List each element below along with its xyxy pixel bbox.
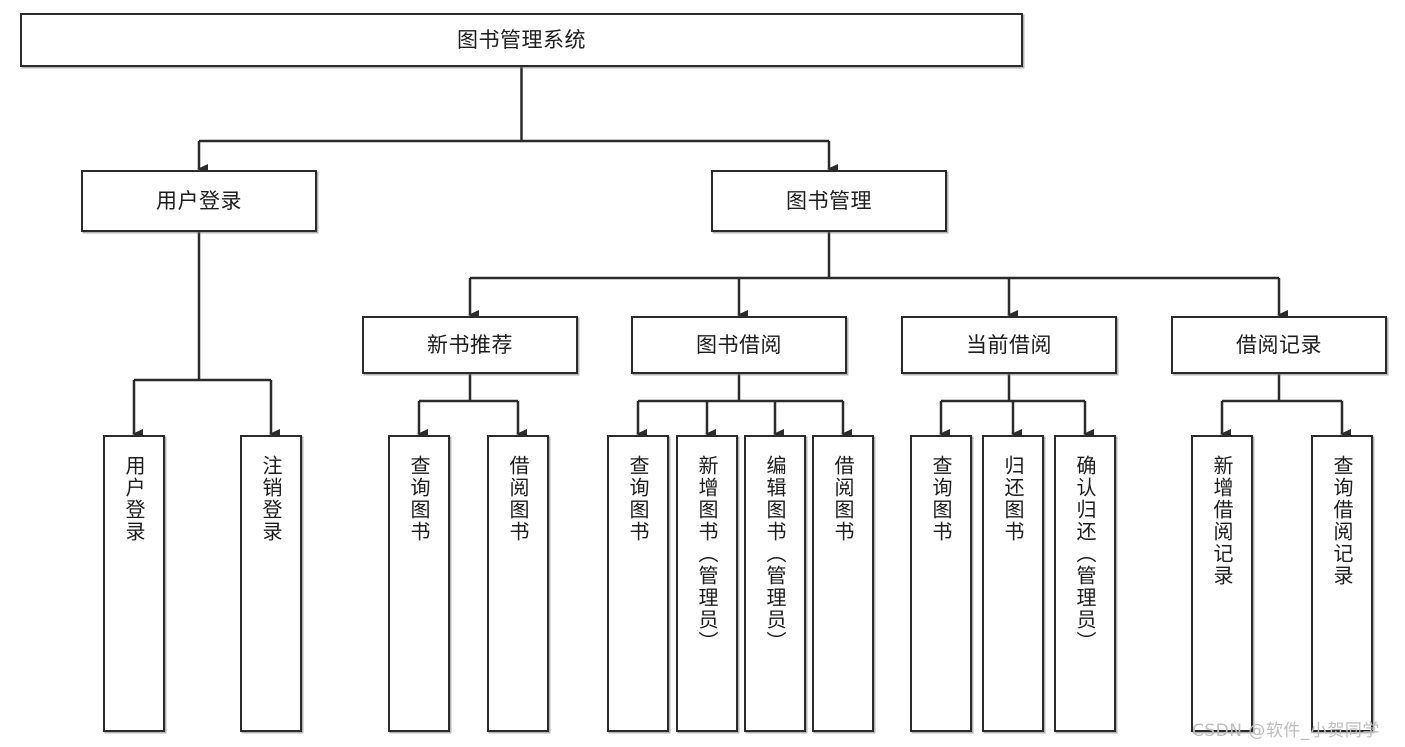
node-user-login-label: 用户登录 — [156, 188, 242, 213]
leaf-return-book-label: 归还图书 — [1001, 455, 1025, 543]
node-book-management[interactable]: 图书管理 — [711, 170, 947, 232]
leaf-query-book-recommend-label: 查询图书 — [407, 455, 431, 543]
leaf-add-record[interactable]: 新增借阅记录 — [1191, 435, 1253, 732]
leaf-logout[interactable]: 注销登录 — [240, 435, 302, 732]
leaf-return-book[interactable]: 归还图书 — [982, 435, 1044, 732]
node-book-borrow-label: 图书借阅 — [696, 332, 782, 357]
leaf-user-login-label: 用户登录 — [122, 455, 146, 543]
node-book-management-label: 图书管理 — [786, 188, 872, 213]
node-borrow-records-label: 借阅记录 — [1236, 332, 1322, 357]
leaf-borrow-book-recommend[interactable]: 借阅图书 — [487, 435, 549, 732]
leaf-query-book-borrow[interactable]: 查询图书 — [607, 435, 669, 732]
node-new-book-recommend-label: 新书推荐 — [427, 332, 513, 357]
node-current-borrow[interactable]: 当前借阅 — [901, 316, 1117, 374]
leaf-logout-label: 注销登录 — [259, 455, 283, 543]
leaf-query-record[interactable]: 查询借阅记录 — [1311, 435, 1373, 732]
leaf-edit-book[interactable]: 编辑图书（管理员） — [744, 435, 806, 732]
leaf-edit-book-label: 编辑图书（管理员） — [763, 455, 787, 653]
leaf-add-record-label: 新增借阅记录 — [1210, 455, 1234, 587]
leaf-confirm-return[interactable]: 确认归还（管理员） — [1054, 435, 1116, 732]
leaf-query-book-recommend[interactable]: 查询图书 — [388, 435, 450, 732]
leaf-query-record-label: 查询借阅记录 — [1330, 455, 1354, 587]
node-book-borrow[interactable]: 图书借阅 — [631, 316, 847, 374]
leaf-add-book[interactable]: 新增图书（管理员） — [676, 435, 738, 732]
node-user-login[interactable]: 用户登录 — [81, 170, 317, 232]
leaf-user-login[interactable]: 用户登录 — [103, 435, 165, 732]
leaf-borrow-book[interactable]: 借阅图书 — [812, 435, 874, 732]
node-new-book-recommend[interactable]: 新书推荐 — [362, 316, 578, 374]
leaf-borrow-book-label: 借阅图书 — [831, 455, 855, 543]
csdn-watermark: CSDN @软件_小贺同学 — [1192, 721, 1380, 741]
leaf-confirm-return-label: 确认归还（管理员） — [1073, 455, 1097, 653]
leaf-query-book-current[interactable]: 查询图书 — [910, 435, 972, 732]
leaf-borrow-book-recommend-label: 借阅图书 — [506, 455, 530, 543]
node-current-borrow-label: 当前借阅 — [966, 332, 1052, 357]
node-root[interactable]: 图书管理系统 — [20, 13, 1023, 67]
leaf-query-book-borrow-label: 查询图书 — [626, 455, 650, 543]
node-borrow-records[interactable]: 借阅记录 — [1171, 316, 1387, 374]
node-root-label: 图书管理系统 — [457, 27, 586, 52]
leaf-add-book-label: 新增图书（管理员） — [695, 455, 719, 653]
leaf-query-book-current-label: 查询图书 — [929, 455, 953, 543]
